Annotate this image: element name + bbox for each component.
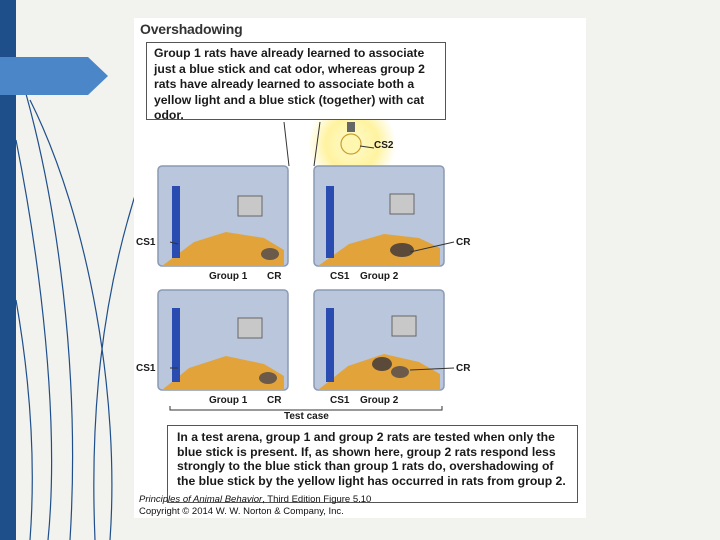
rat-icon [261,248,279,260]
label-test-case: Test case [284,411,329,422]
copyright-line: Copyright © 2014 W. W. Norton & Company,… [139,506,344,517]
figure-illustration [157,100,455,411]
label-cs1-bottom-right: CS1 [330,395,350,406]
overshadowing-figure: Overshadowing Group 1 rats have already … [134,18,586,518]
bottom-caption-box: In a test arena, group 1 and group 2 rat… [167,425,578,503]
cage-icon [391,315,417,337]
test-case-bracket [169,406,443,411]
cage-icon [389,193,415,215]
bulb-socket [347,122,355,132]
slide-arrow-shape [0,57,108,95]
label-group1-bottom: Group 1 [209,395,248,406]
label-cr-top-left: CR [267,271,282,282]
blue-stick-icon [326,308,334,382]
blue-stick-icon [172,186,180,258]
book-title: Principles of Animal Behavior [139,494,263,505]
tank-bottom-right [313,289,445,391]
rat-icon [390,243,414,257]
rat-icon [259,372,277,384]
leader-lines [169,121,455,371]
figure-credit-line: Principles of Animal Behavior, Third Edi… [139,494,371,505]
left-blue-bar [0,0,16,540]
label-cs1-top-left: CS1 [136,237,156,248]
blue-stick-icon [326,186,334,258]
label-group1-top: Group 1 [209,271,248,282]
label-cs2: CS2 [374,140,394,151]
label-group2-top: Group 2 [360,271,399,282]
tank-top-right [313,165,445,267]
rat-icon [372,357,392,371]
cage-icon [237,317,263,339]
decorative-lines [15,59,141,540]
blue-stick-icon [172,308,180,382]
figure-title: Overshadowing [140,21,243,37]
cage-icon [237,195,263,217]
tank-bottom-left [157,289,289,391]
label-cs1-top-right: CS1 [330,271,350,282]
light-bulb-icon [340,133,362,155]
top-caption-box: Group 1 rats have already learned to ass… [146,42,446,122]
label-group2-bottom: Group 2 [360,395,399,406]
label-cs1-bottom-left: CS1 [136,363,156,374]
label-cr-top-right: CR [456,237,471,248]
label-cr-bottom-left: CR [267,395,282,406]
tank-top-left [157,165,289,267]
rat-icon [391,366,409,378]
label-cr-bottom-right: CR [456,363,471,374]
edition-figure: , Third Edition Figure 5.10 [262,494,372,505]
